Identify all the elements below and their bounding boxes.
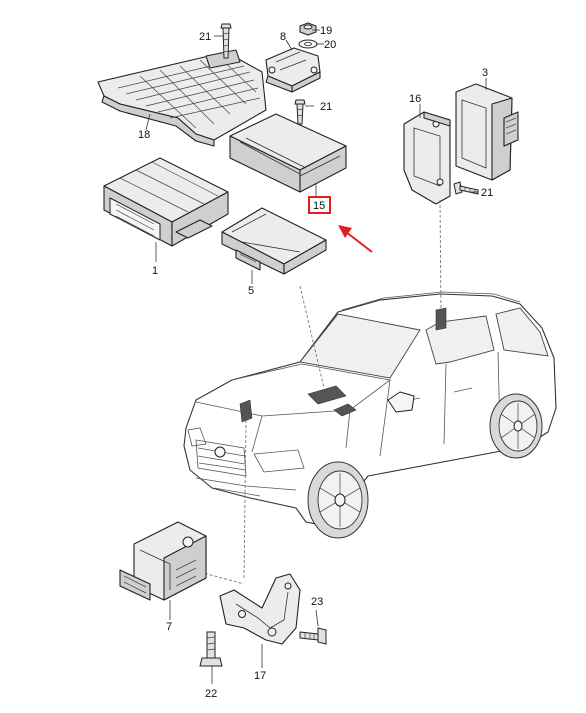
leader-lines [145, 29, 487, 684]
screw-21-top [220, 23, 232, 59]
callout-23: 23 [311, 596, 323, 608]
callout-21-top: 21 [199, 31, 211, 43]
part-18-carrier-tray [97, 49, 267, 147]
part-1-control-unit [103, 157, 229, 247]
screw-23 [299, 627, 327, 645]
arrow-icon [345, 231, 373, 253]
part-3-control-unit [455, 83, 519, 181]
nut-19 [299, 22, 317, 36]
callout-8: 8 [280, 31, 286, 43]
part-17-bracket [219, 573, 301, 645]
part-7-control-unit [119, 521, 207, 601]
callout-7: 7 [166, 621, 172, 633]
part-16-bracket [403, 111, 451, 205]
part-15-control-unit [229, 113, 347, 193]
highlight-box [308, 196, 331, 214]
callout-22: 22 [205, 688, 217, 700]
part-5-control-unit [221, 207, 327, 275]
car-icon [183, 291, 557, 539]
callout-3: 3 [482, 67, 488, 79]
callout-5: 5 [248, 285, 254, 297]
callout-17: 17 [254, 670, 266, 682]
callout-labels: 21 8 19 20 3 16 21 18 21 15 1 5 23 7 17 … [138, 25, 493, 700]
callout-15: 15 [313, 200, 325, 212]
callout-1: 1 [152, 265, 158, 277]
highlight-15 [308, 196, 373, 253]
washer-20 [298, 39, 318, 49]
location-lines [199, 199, 442, 585]
callout-19: 19 [320, 25, 332, 37]
screw-22 [199, 631, 223, 667]
callout-16: 16 [409, 93, 421, 105]
part-8-sensor [265, 47, 321, 93]
callout-21-right: 21 [481, 187, 493, 199]
callout-18: 18 [138, 129, 150, 141]
callout-21-middle: 21 [320, 101, 332, 113]
screw-21-middle [294, 99, 306, 125]
callout-20: 20 [324, 39, 336, 51]
